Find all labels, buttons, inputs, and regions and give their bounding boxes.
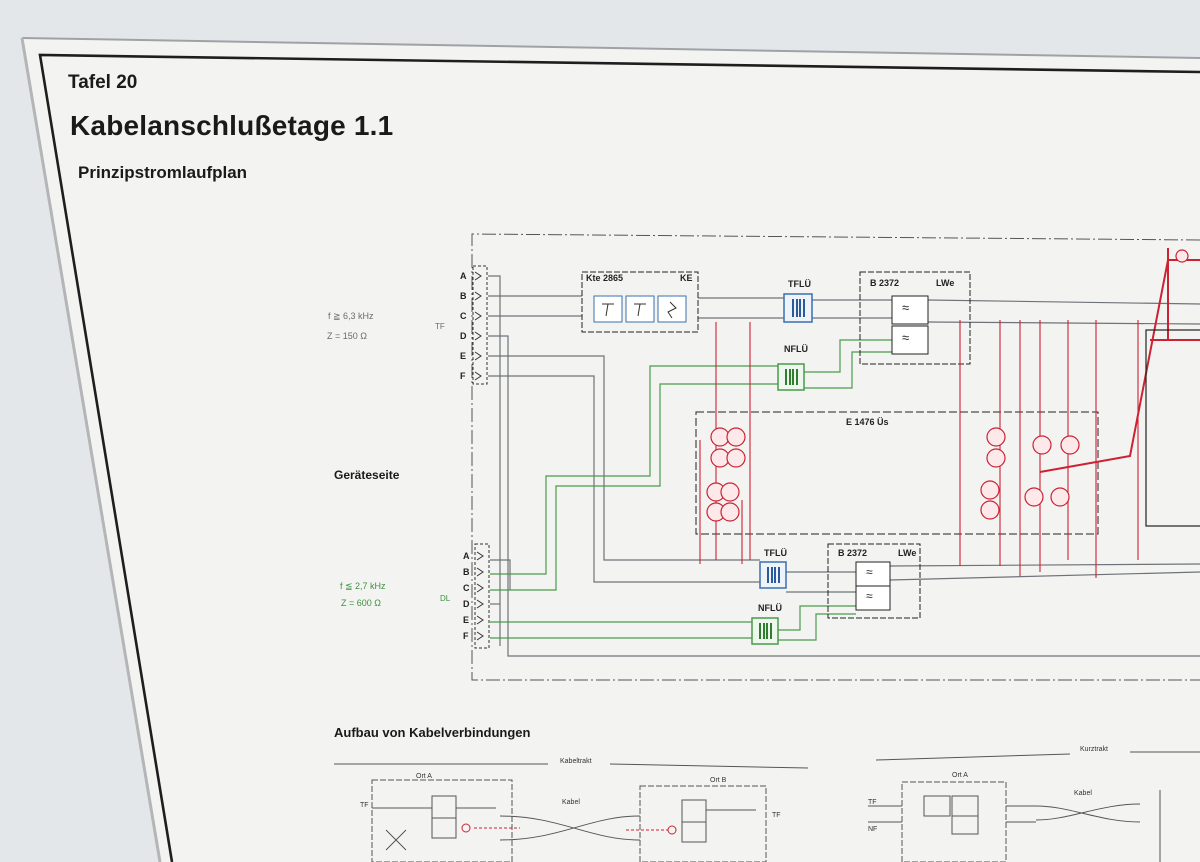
nflu-top-label: NFLÜ <box>784 344 808 354</box>
cable-diagram-right <box>868 751 1200 862</box>
b2372-top-label: B 2372 <box>870 278 900 288</box>
right-partial-box <box>1145 329 1200 527</box>
filter-top-1: ≈ <box>902 300 910 315</box>
nf-terminal-block <box>474 543 490 649</box>
tf-terminal-b: B <box>460 291 467 301</box>
nf-tag: DL <box>440 594 451 603</box>
lwe-top-label: LWe <box>936 278 955 288</box>
nf-lines <box>490 339 892 641</box>
page-title: Kabelanschlußetage 1.1 <box>70 110 394 141</box>
e1476-label: E 1476 Üs <box>846 417 889 427</box>
tflu-top-component <box>783 293 813 323</box>
tf-terminal-d: D <box>460 331 467 341</box>
tflu-bottom-label: TFLÜ <box>764 548 787 558</box>
kabeltrakt-label: Kabeltrakt <box>560 758 592 765</box>
ort-a-label-right: Ort A <box>952 772 968 779</box>
tf-label-right: TF <box>868 799 877 806</box>
tf-lines <box>488 275 1200 657</box>
tf-spec-z: Z = 150 Ω <box>327 331 367 341</box>
nf-terminal-a: A <box>463 551 470 561</box>
ort-b-label: Ort B <box>710 777 727 784</box>
dashed-enclosure <box>471 233 1200 681</box>
filter-bottom-2: ≈ <box>866 589 873 603</box>
board-outer-edge <box>21 37 1200 59</box>
kte-label: Kte 2865 <box>586 273 624 283</box>
nf-terminal-e: E <box>463 615 470 625</box>
nf-terminal-c: C <box>463 583 470 593</box>
kabel-label-right: Kabel <box>1074 790 1092 797</box>
section-title: Aufbau von Kabelverbindungen <box>334 725 531 740</box>
ort-a-label: Ort A <box>416 773 432 780</box>
side-label: Geräteseite <box>334 468 400 482</box>
b2372-bottom-box <box>827 543 921 619</box>
b2372-bottom-label: B 2372 <box>838 548 868 558</box>
tf-label-left: TF <box>360 802 369 809</box>
b2372-top-box <box>859 271 971 365</box>
nf-terminal-b: B <box>463 567 470 577</box>
tf-tag: TF <box>435 322 445 331</box>
nf-terminal-d: D <box>463 599 470 609</box>
kte-2865-box <box>581 271 699 333</box>
filter-top-2: ≈ <box>902 330 910 345</box>
lwe-bottom-label: LWe <box>898 548 917 558</box>
tf-terminal-a: A <box>460 271 467 281</box>
nflu-bottom-label: NFLÜ <box>758 603 782 613</box>
filter-bottom-1: ≈ <box>866 565 873 579</box>
tf-terminal-block <box>472 265 488 385</box>
tflu-top-label: TFLÜ <box>788 279 811 289</box>
ke-label: KE <box>680 273 693 283</box>
tf-label-b: TF <box>772 812 781 819</box>
tf-terminal-e: E <box>460 351 467 361</box>
tf-spec-freq: f ≧ 6,3 kHz <box>328 311 374 321</box>
board-left-edge <box>20 37 162 862</box>
page-subtitle: Prinzipstromlaufplan <box>78 163 248 182</box>
nflu-bottom-component <box>751 617 779 645</box>
e1476-box <box>695 411 1099 535</box>
tf-terminal-f: F <box>460 371 466 381</box>
cable-diagram-left <box>334 763 809 862</box>
board-inner-frame <box>38 53 1200 862</box>
nf-spec-z: Z = 600 Ω <box>341 598 381 608</box>
cable-diagram-left-red <box>461 823 677 835</box>
tflu-bottom-component <box>759 561 787 589</box>
nf-label-right: NF <box>868 826 878 833</box>
kabel-label: Kabel <box>562 799 580 806</box>
tafel-label: Tafel 20 <box>68 72 138 93</box>
tf-terminal-c: C <box>460 311 467 321</box>
nf-spec-freq: f ≦ 2,7 kHz <box>340 581 386 591</box>
board-panel <box>22 38 1200 862</box>
kurztrakt-label: Kurztrakt <box>1080 746 1109 753</box>
nf-terminal-f: F <box>463 631 469 641</box>
nflu-top-component <box>777 363 805 391</box>
power-terminals <box>706 249 1189 522</box>
